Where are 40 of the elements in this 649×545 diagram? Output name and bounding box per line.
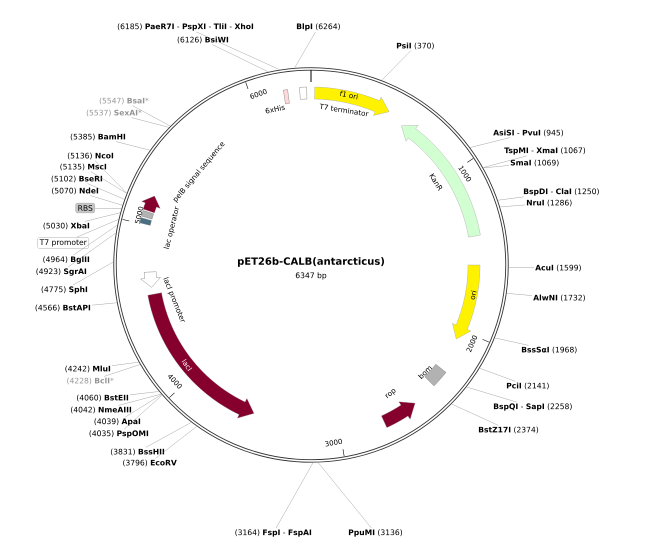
leader-line <box>294 32 316 68</box>
leader-line <box>84 212 120 222</box>
leader-line <box>470 137 510 148</box>
leader-line <box>90 195 122 206</box>
leader-line <box>466 386 517 402</box>
leader-line <box>155 426 197 459</box>
leader-line <box>73 225 118 256</box>
leader-line <box>87 183 124 200</box>
leader-line <box>132 105 170 126</box>
plasmid-name: pET26b-CALB(antarcticus) <box>238 257 384 267</box>
leader-line <box>124 395 162 430</box>
leader-line <box>131 117 169 128</box>
leader-line <box>483 165 510 168</box>
leader-line <box>196 32 280 70</box>
leader-line <box>500 204 526 208</box>
leader-line <box>483 156 528 168</box>
leader-line <box>494 338 529 346</box>
leader-line <box>480 368 516 382</box>
leader-line <box>112 362 139 366</box>
leader-line <box>506 293 532 296</box>
leader-line <box>116 141 150 150</box>
leader-line <box>452 404 499 426</box>
leader-line <box>130 391 159 396</box>
leader-line <box>72 262 114 286</box>
leader-line <box>90 171 127 194</box>
leader-line <box>68 233 116 268</box>
leader-line <box>124 394 162 418</box>
leader-line <box>508 267 534 268</box>
leader-line <box>118 394 162 406</box>
leader-line <box>318 462 372 528</box>
leader-line <box>146 422 192 448</box>
leader-line <box>212 44 268 72</box>
leader-line <box>498 196 524 200</box>
leader-line <box>94 208 122 209</box>
leader-line <box>104 364 140 377</box>
leader-line <box>276 462 314 528</box>
leader-line <box>94 160 127 194</box>
leader-line <box>382 50 412 80</box>
leader-line <box>76 219 119 238</box>
leader-line <box>92 302 117 306</box>
